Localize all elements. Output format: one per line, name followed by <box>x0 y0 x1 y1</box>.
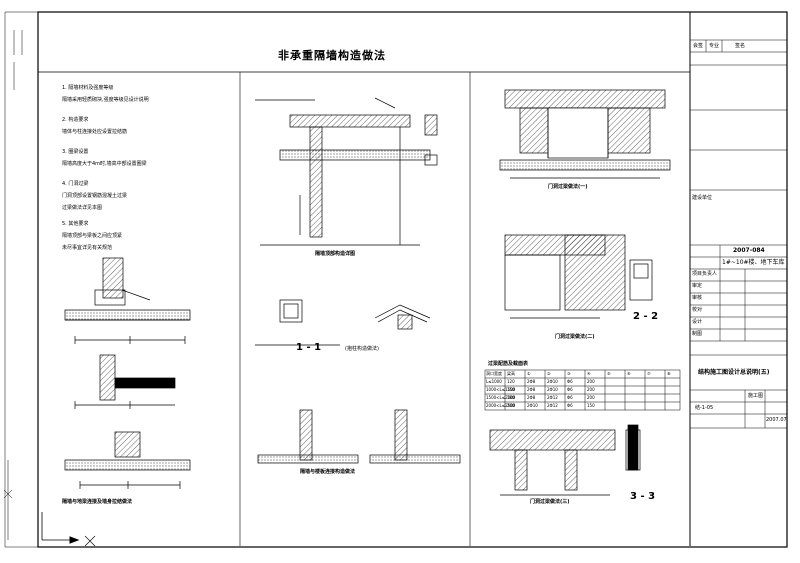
table-header-cell: ① <box>527 371 531 376</box>
note-line: 未尽事宜详见有关规范 <box>62 245 113 251</box>
section-1-1-detail <box>255 299 431 346</box>
table-cell: Φ6 <box>567 403 573 408</box>
left-detail-3 <box>64 431 191 489</box>
table-header-cell: ⑧ <box>667 371 671 376</box>
section-1-1-note: (抱柱构造做法) <box>345 346 379 352</box>
tb-row-label: 设计 <box>692 319 703 325</box>
tb-project-name: 1#~10#楼、地下车库 <box>722 259 785 266</box>
table-cell: 2000<L≤2500 <box>486 403 516 408</box>
tb-stage: 施工图 <box>748 393 764 399</box>
section-1-1-label: 1 - 1 <box>296 342 322 353</box>
door-lintel-detail-1 <box>499 89 671 179</box>
tb-row-label: 制图 <box>692 331 703 337</box>
caption-wall-base: 隔墙与楼板连接构造做法 <box>300 469 356 475</box>
tb-drawing-no: 结-1-05 <box>695 405 714 411</box>
table-cell: 150 <box>587 403 595 408</box>
table-header-cell: ⑤ <box>607 371 611 376</box>
table-cell: Φ6 <box>567 387 573 392</box>
note-line: 5. 其他要求 <box>62 221 89 227</box>
tb-row-label: 校对 <box>692 307 703 313</box>
left-detail-1 <box>64 257 191 344</box>
tb-date: 2007.07 <box>766 417 787 423</box>
table-header-cell: ② <box>547 371 551 376</box>
lintel-table <box>484 369 681 411</box>
note-line: 4. 门洞过梁 <box>62 181 89 187</box>
tb-header-cell: 会签 <box>693 43 704 49</box>
table-row: 2000<L≤2500 200 2Φ10 2Φ12 Φ6 150 <box>485 402 680 410</box>
sheet-title: 非承重隔墙构造做法 <box>278 49 386 62</box>
table-caption: 过梁配筋及截面表 <box>488 361 529 367</box>
table-cell: Φ6 <box>567 379 573 384</box>
tb-drawing-title: 结构施工图设计总说明(五) <box>698 369 770 376</box>
table-cell: 2Φ8 <box>527 395 536 400</box>
door-lintel-detail-2 <box>504 234 653 319</box>
table-cell: 2Φ10 <box>547 387 558 392</box>
tb-row-label: 审定 <box>692 283 703 289</box>
left-detail-2 <box>74 354 176 409</box>
note-line: 隔墙顶部与梁板之间应顶紧 <box>62 233 123 239</box>
table-row: 1000<L≤1500 150 2Φ8 2Φ10 Φ6 200 <box>485 386 680 394</box>
note-line: 1. 隔墙材料及强度等级 <box>62 85 114 91</box>
table-cell: 200 <box>507 403 515 408</box>
tb-header-cell: 签名 <box>735 43 746 49</box>
table-cell: 2Φ8 <box>527 379 536 384</box>
tb-header-cell: 专业 <box>709 43 720 49</box>
wall-base-detail <box>257 409 461 464</box>
sheet-border <box>3 11 788 548</box>
door-lintel-detail-3 <box>489 424 641 496</box>
table-cell: 200 <box>587 387 595 392</box>
lintel-table-cells: 洞口宽度 梁高 ① ② ③ ④ ⑤ ⑥ ⑦ ⑧ L≤1000 120 2Φ8 2… <box>485 370 680 410</box>
note-line: 过梁做法详见本图 <box>62 205 103 211</box>
tb-row-label: 项目负责人 <box>692 271 718 277</box>
note-line: 3. 圈梁设置 <box>62 149 89 155</box>
tb-row-label: 审核 <box>692 295 703 301</box>
tb-project-no: 2007-084 <box>733 247 765 254</box>
table-cell: 180 <box>507 395 515 400</box>
table-cell: 2Φ8 <box>527 387 536 392</box>
caption-wall-top: 隔墙顶部构造详图 <box>315 251 356 257</box>
table-cell: L≤1000 <box>486 379 502 384</box>
table-cell: 150 <box>507 387 515 392</box>
table-cell: 2Φ10 <box>547 379 558 384</box>
caption-door-lintel-1: 门洞过梁做法(一) <box>548 184 588 190</box>
table-row: L≤1000 120 2Φ8 2Φ10 Φ6 200 <box>485 378 680 386</box>
table-cell: 200 <box>587 395 595 400</box>
table-header-cell: ⑦ <box>647 371 651 376</box>
table-header-cell: 洞口宽度 <box>486 371 502 376</box>
table-row: 1500<L≤2000 180 2Φ8 2Φ12 Φ6 200 <box>485 394 680 402</box>
table-cell: 2Φ12 <box>547 395 558 400</box>
table-cell: 120 <box>507 379 515 384</box>
note-line: 墙体与柱连接处应设置拉结筋 <box>62 129 128 135</box>
table-cell: 1000<L≤1500 <box>486 387 516 392</box>
table-header-row: 洞口宽度 梁高 ① ② ③ ④ ⑤ ⑥ ⑦ ⑧ <box>485 370 680 378</box>
section-2-2-label: 2 - 2 <box>633 311 659 322</box>
table-header-cell: ⑥ <box>627 371 631 376</box>
caption-bottom-left: 隔墙与地梁连接及墙身拉结做法 <box>62 499 133 505</box>
table-cell: 2Φ10 <box>527 403 538 408</box>
table-header-cell: 梁高 <box>507 371 515 376</box>
note-line: 隔墙采用轻质砌块,强度等级见设计说明 <box>62 97 149 103</box>
section-3-3-label: 3 - 3 <box>630 491 656 502</box>
tb-row-label: 建设单位 <box>692 195 713 201</box>
caption-door-lintel-3: 门洞过梁做法(三) <box>530 499 570 505</box>
caption-door-lintel-2: 门洞过梁做法(二) <box>555 334 595 340</box>
note-line: 隔墙高度大于4m时,墙高中部设置圈梁 <box>62 161 147 167</box>
note-line: 门洞顶部设置钢筋混凝土过梁 <box>62 193 128 199</box>
table-cell: 200 <box>587 379 595 384</box>
wall-top-detail <box>255 97 438 246</box>
table-cell: 2Φ12 <box>547 403 558 408</box>
table-header-cell: ③ <box>567 371 571 376</box>
table-cell: Φ6 <box>567 395 573 400</box>
table-header-cell: ④ <box>587 371 591 376</box>
title-block <box>690 39 787 429</box>
table-cell: 1500<L≤2000 <box>486 395 516 400</box>
note-line: 2. 构造要求 <box>62 117 89 123</box>
